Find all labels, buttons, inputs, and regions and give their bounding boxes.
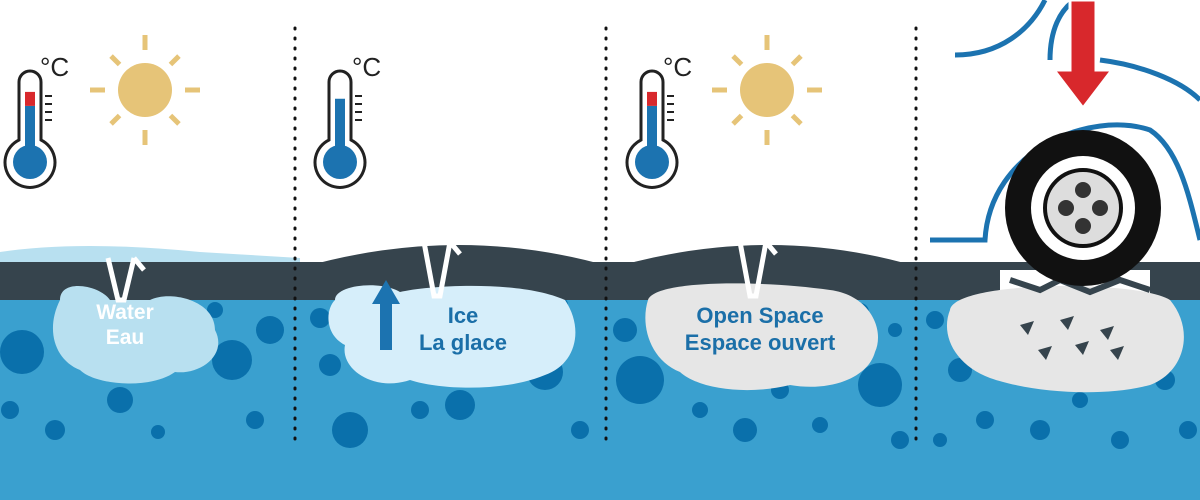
label-open-space-en: Open Space bbox=[696, 303, 824, 328]
thermometer-red-tip bbox=[647, 91, 657, 106]
soil-stone bbox=[319, 354, 341, 376]
thermometer-bulb bbox=[13, 145, 47, 179]
soil-stone bbox=[45, 420, 65, 440]
up-arrow-icon bbox=[372, 280, 400, 350]
thermometer-icon bbox=[625, 69, 679, 189]
soil-stone bbox=[1179, 421, 1197, 439]
sun-ray bbox=[168, 54, 181, 67]
thermometer-bulb bbox=[635, 145, 669, 179]
label-open-space-fr: Espace ouvert bbox=[684, 330, 836, 355]
soil-stone bbox=[1, 401, 19, 419]
soil-stone bbox=[888, 323, 902, 337]
lug-nut bbox=[1058, 200, 1074, 216]
asphalt-shard bbox=[1020, 321, 1034, 335]
sun-ray bbox=[168, 113, 181, 126]
soil-stone bbox=[207, 302, 223, 318]
sun-ray bbox=[731, 113, 744, 126]
car-icon bbox=[930, 0, 1200, 286]
soil-stone bbox=[933, 433, 947, 447]
soil-stone bbox=[151, 425, 165, 439]
label-ice-fr: La glace bbox=[418, 330, 508, 355]
celsius-unit-2: °C bbox=[352, 52, 382, 82]
thermometer-red-tip bbox=[25, 91, 35, 106]
lug-nut bbox=[1092, 200, 1108, 216]
lug-nut bbox=[1075, 218, 1091, 234]
thermometer-fill bbox=[647, 105, 657, 150]
pothole-void bbox=[946, 286, 1184, 393]
crack-water bbox=[105, 256, 146, 303]
broken-edge bbox=[1009, 276, 1151, 296]
thermometer-fill bbox=[25, 105, 35, 150]
celsius-unit-1: °C bbox=[40, 52, 70, 82]
soil-stone bbox=[0, 330, 44, 374]
label-water-fr: Eau bbox=[105, 326, 145, 349]
thermometer-bulb bbox=[323, 145, 357, 179]
open-space-void bbox=[645, 283, 878, 391]
soil-stone bbox=[107, 387, 133, 413]
label-water-en: Water bbox=[96, 301, 154, 324]
soil-stone bbox=[976, 411, 994, 429]
asphalt-shard bbox=[1075, 341, 1089, 355]
soil-stone bbox=[256, 316, 284, 344]
soil-stone bbox=[733, 418, 757, 442]
asphalt-shard bbox=[1110, 346, 1124, 360]
asphalt-shard bbox=[1038, 346, 1052, 360]
sun-icon bbox=[712, 35, 822, 145]
crack-ice bbox=[421, 240, 462, 299]
sun-ray bbox=[790, 113, 803, 126]
sun-ray bbox=[109, 113, 122, 126]
soil-stone bbox=[1030, 420, 1050, 440]
soil-stone bbox=[891, 431, 909, 449]
soil-stone bbox=[613, 318, 637, 342]
label-water: Water Eau bbox=[70, 300, 180, 350]
sun-ray bbox=[109, 54, 122, 67]
sun-ray bbox=[790, 54, 803, 67]
soil-stone bbox=[616, 356, 664, 404]
thermometer-icon bbox=[313, 69, 367, 189]
soil-stone bbox=[926, 311, 944, 329]
soil-stone bbox=[332, 412, 368, 448]
water-pocket bbox=[52, 286, 219, 384]
down-arrow-icon bbox=[1050, 0, 1116, 111]
celsius-unit-3: °C bbox=[663, 52, 693, 82]
soil-stone bbox=[812, 417, 828, 433]
crack-open-space bbox=[737, 240, 778, 299]
thermometer-icon bbox=[3, 69, 57, 189]
soil-stone bbox=[1111, 431, 1129, 449]
label-ice-en: Ice bbox=[447, 303, 479, 328]
wheel-arch bbox=[930, 122, 1200, 243]
sun-ray bbox=[731, 54, 744, 67]
asphalt-shard bbox=[1060, 316, 1074, 330]
soil-stone bbox=[411, 401, 429, 419]
soil-stone bbox=[858, 363, 902, 407]
lug-nut bbox=[1075, 182, 1091, 198]
sun-disc bbox=[740, 63, 794, 117]
soil-stone bbox=[445, 390, 475, 420]
soil-stone bbox=[310, 308, 330, 328]
thermometer-fill bbox=[335, 98, 345, 150]
asphalt-shard bbox=[1100, 326, 1114, 340]
hub bbox=[1043, 168, 1123, 248]
soil-stone bbox=[692, 402, 708, 418]
soil-stone bbox=[571, 421, 589, 439]
sun-icon bbox=[90, 35, 200, 145]
soil-stone bbox=[246, 411, 264, 429]
surface-water bbox=[0, 246, 300, 262]
soil-stone bbox=[212, 340, 252, 380]
sun-disc bbox=[118, 63, 172, 117]
label-ice: Ice La glace bbox=[398, 302, 528, 356]
label-open-space: Open Space Espace ouvert bbox=[655, 302, 865, 356]
soil-stone bbox=[1072, 392, 1088, 408]
